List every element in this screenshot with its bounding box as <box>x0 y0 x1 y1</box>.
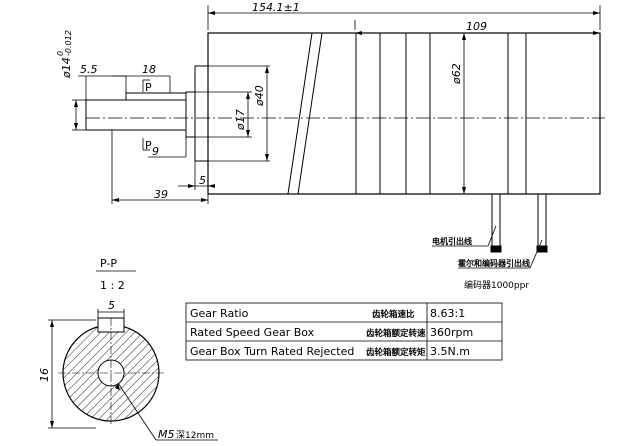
key-offset-dim: 9 <box>152 145 159 158</box>
spec-label-cn: 齿轮箱速比 <box>372 309 415 320</box>
section-mark-bottom: P <box>145 139 152 152</box>
spec-label-cn: 齿轮箱额定转速 <box>366 328 426 339</box>
body-length-dim: 109 <box>466 20 487 33</box>
arrow-heads <box>74 11 600 202</box>
motor-lead-label: 电机引出线 <box>432 236 472 246</box>
spec-row-3: Gear Box Turn Rated Rejected 齿轮箱额定转矩 3.5… <box>190 345 470 358</box>
spec-table <box>185 302 503 361</box>
spec-label: Gear Ratio <box>190 307 249 320</box>
section-dims <box>48 309 218 441</box>
shaft-hub <box>185 91 196 138</box>
key-length-dim: 18 <box>142 63 156 76</box>
shaft-extension-dim: 39 <box>154 188 168 201</box>
encoder-label: 编码器1000ppr <box>464 279 529 291</box>
break-line-left <box>287 32 323 195</box>
spec-value: 360rpm <box>430 326 473 339</box>
spec-label: Gear Box Turn Rated Rejected <box>190 345 354 358</box>
encoder-lead-connector <box>536 245 548 253</box>
motor-lead-connector <box>490 245 502 253</box>
output-shaft <box>85 99 187 131</box>
spec-value: 8.63:1 <box>430 307 465 320</box>
key-width-dim: 5 <box>108 299 115 312</box>
total-length-dim: 154.1±1 <box>252 1 300 14</box>
shaft-key <box>125 92 187 101</box>
hub-diameter-dim: ø17 <box>234 109 247 131</box>
motor-flange <box>194 65 209 162</box>
shaft-cross-section <box>58 317 164 426</box>
spec-value: 3.5N.m <box>430 345 470 358</box>
section-title: P-P <box>100 257 117 270</box>
wire-leaders <box>432 225 543 269</box>
spec-row-1: Gear Ratio 齿轮箱速比 8.63:1 <box>190 307 465 320</box>
flange-diameter-dim: ø40 <box>253 85 266 107</box>
flange-thickness-dim: 5 <box>199 174 206 187</box>
section-height-dim: 16 <box>38 368 51 382</box>
motor-side-view <box>85 32 605 253</box>
section-scale: 1 : 2 <box>100 279 125 292</box>
hall-encoder-lead-label: 霍尔和编码器引出线 <box>458 258 530 268</box>
spec-label: Rated Speed Gear Box <box>190 326 315 339</box>
shaft-tol-lower: -0.012 <box>64 30 73 56</box>
thread-label: M5 <box>158 428 175 441</box>
section-arrows <box>50 320 120 428</box>
spec-label-cn: 齿轮箱额定转矩 <box>366 347 426 358</box>
spec-row-2: Rated Speed Gear Box 齿轮箱额定转速 360rpm <box>190 326 473 339</box>
body-diameter-dim: ø62 <box>450 63 463 85</box>
shaft-diameter-dim: ø14 <box>60 57 73 79</box>
section-mark-top: P <box>145 81 152 94</box>
thread-depth-label: 深12mm <box>176 430 214 441</box>
shaft-tol-upper: 0 <box>56 51 65 56</box>
dimension-lines <box>72 5 601 204</box>
shaft-offset-dim: 5.5 <box>80 63 98 76</box>
